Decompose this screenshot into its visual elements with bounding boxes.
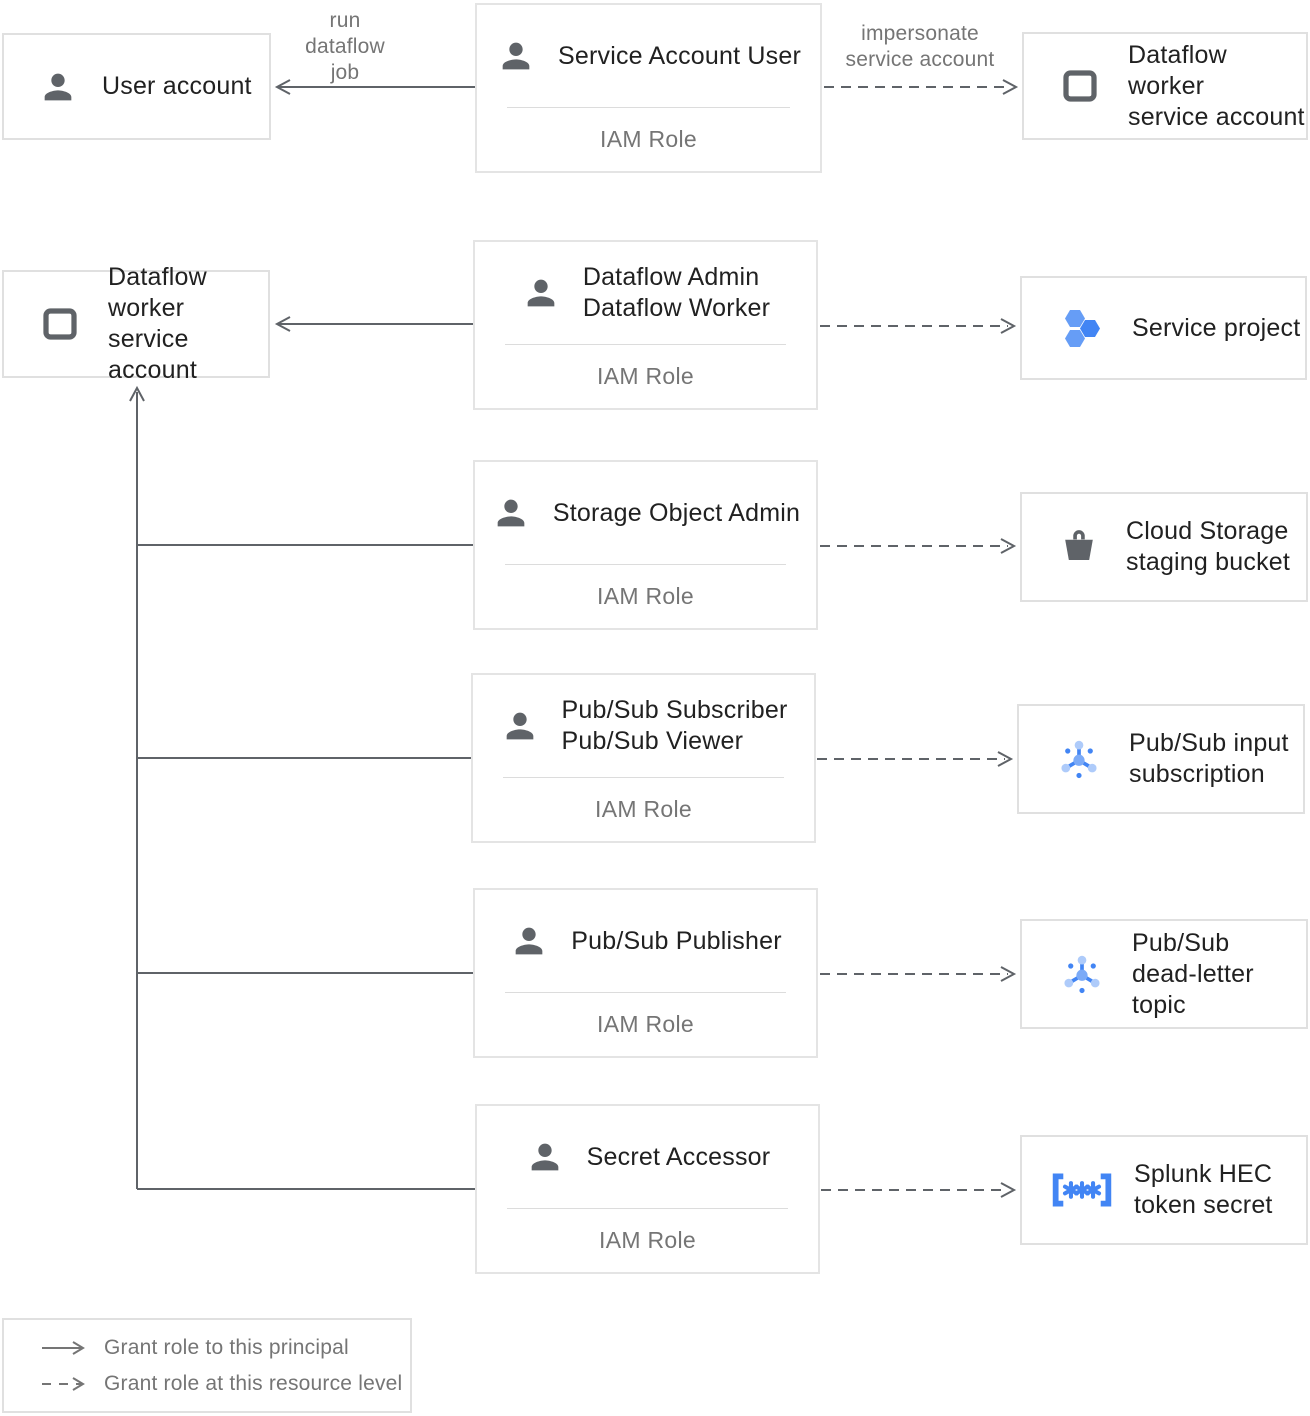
- divider: [505, 564, 786, 565]
- legend: Grant role to this principal Grant role …: [2, 1318, 412, 1413]
- node-cloud-storage-bucket: Cloud Storage staging bucket: [1020, 492, 1308, 602]
- solid-arrow-icon: [40, 1339, 86, 1357]
- iam-role-label: IAM Role: [599, 1227, 696, 1253]
- iam-role-label: IAM Role: [597, 1011, 694, 1037]
- arrowhead-right-row5: [1000, 966, 1017, 982]
- arrowhead-right-row3: [1000, 538, 1017, 554]
- node-label: Service project: [1132, 313, 1301, 342]
- legend-row-solid: Grant role to this principal: [40, 1336, 410, 1360]
- arrowhead-right-row6: [1000, 1182, 1017, 1198]
- node-label-line: Pub/Sub: [1132, 928, 1230, 957]
- storage-bucket-icon: [1056, 524, 1102, 570]
- node-label-line: Splunk HEC: [1134, 1160, 1273, 1188]
- person-icon: [491, 493, 531, 533]
- person-icon: [496, 36, 536, 76]
- role-title-line: Dataflow Worker: [582, 294, 771, 322]
- node-label-line: Pub/Sub input: [1129, 729, 1289, 757]
- node-label-line: dead-letter topic: [1132, 959, 1254, 1019]
- service-account-icon: [38, 303, 82, 345]
- secret-icon: [1048, 1168, 1116, 1212]
- dashed-arrow-icon: [40, 1375, 86, 1393]
- node-label: Cloud Storage staging bucket: [1126, 516, 1290, 578]
- node-label: Dataflow worker service account: [1128, 40, 1306, 133]
- arrowhead-right-row4: [997, 751, 1014, 767]
- role-title-line: Secret Accessor: [586, 1142, 771, 1171]
- edge-label-line: dataflow: [305, 35, 385, 58]
- person-icon: [500, 706, 540, 746]
- iam-role-label: IAM Role: [597, 583, 694, 609]
- node-label: Splunk HEC token secret: [1134, 1159, 1273, 1221]
- edge-label-line: job: [330, 61, 360, 84]
- arrowhead-right-impersonate: [1002, 79, 1019, 95]
- node-label-line: token secret: [1134, 1191, 1273, 1219]
- node-pubsub-deadletter-topic: Pub/Sub dead-letter topic: [1020, 919, 1308, 1029]
- divider: [505, 344, 786, 345]
- person-icon: [38, 67, 78, 107]
- iam-role-label: IAM Role: [600, 126, 697, 152]
- node-label-line: service account: [108, 325, 197, 384]
- pubsub-icon: [1053, 733, 1105, 785]
- iam-role-label: IAM Role: [597, 363, 694, 389]
- iam-role-label: IAM Role: [595, 796, 692, 822]
- edge-label-impersonate: impersonate service account: [825, 21, 1015, 73]
- node-service-project: Service project: [1020, 276, 1307, 380]
- node-label: Pub/Sub dead-letter topic: [1132, 928, 1306, 1021]
- person-icon: [521, 273, 561, 313]
- node-splunk-hec-secret: Splunk HEC token secret: [1020, 1135, 1308, 1245]
- person-icon: [509, 921, 549, 961]
- divider: [505, 992, 786, 993]
- role-title-line: Pub/Sub Viewer: [561, 727, 744, 755]
- node-label-line: Cloud Storage: [1126, 517, 1289, 545]
- role-title-line: Storage Object Admin: [552, 498, 801, 527]
- pubsub-icon: [1056, 948, 1108, 1000]
- node-label-line: Dataflow worker: [108, 263, 207, 322]
- role-box-storage-object-admin: Storage Object Admin IAM Role: [473, 460, 818, 630]
- role-title-line: Dataflow Admin: [582, 263, 760, 291]
- node-label-line: staging bucket: [1126, 548, 1291, 576]
- edge-label-line: impersonate: [861, 22, 979, 45]
- arrowhead-right-row2: [1000, 318, 1017, 334]
- legend-row-dashed: Grant role at this resource level: [40, 1372, 410, 1396]
- edge-label-run-dataflow-job: run dataflow job: [270, 8, 420, 86]
- node-label: User account: [102, 72, 252, 100]
- role-box-service-account-user: Service Account User IAM Role: [475, 3, 822, 173]
- role-box-secret-accessor: Secret Accessor IAM Role: [475, 1104, 820, 1274]
- person-icon: [525, 1137, 565, 1177]
- node-pubsub-input-subscription: Pub/Sub input subscription: [1017, 704, 1305, 814]
- edge-label-line: service account: [845, 48, 995, 71]
- role-box-pubsub-subscriber: Pub/Sub Subscriber Pub/Sub Viewer IAM Ro…: [471, 673, 816, 843]
- edge-label-line: run: [329, 9, 361, 32]
- legend-label-solid: Grant role to this principal: [104, 1335, 349, 1359]
- role-box-pubsub-publisher: Pub/Sub Publisher IAM Role: [473, 888, 818, 1058]
- divider: [507, 1208, 788, 1209]
- role-title-line: Pub/Sub Publisher: [571, 926, 782, 955]
- node-dataflow-worker-sa-left: Dataflow worker service account: [2, 263, 270, 384]
- arrowhead-left-row2: [274, 316, 291, 332]
- role-title-line: Service Account User: [558, 41, 801, 70]
- divider: [503, 777, 784, 778]
- node-user-account: User account: [2, 33, 271, 140]
- node-label-line: Dataflow worker: [1128, 40, 1227, 100]
- node-dataflow-worker-sa-top: Dataflow worker service account: [1022, 32, 1308, 140]
- node-label-line: service account: [1128, 102, 1305, 131]
- project-hexagons-icon: [1056, 302, 1108, 354]
- arrowhead-up-trunk: [129, 385, 145, 402]
- role-title-line: Pub/Sub Subscriber: [561, 696, 788, 724]
- legend-label-dashed: Grant role at this resource level: [104, 1371, 403, 1395]
- divider: [507, 107, 790, 108]
- role-box-dataflow-admin: Dataflow Admin Dataflow Worker IAM Role: [473, 240, 818, 410]
- service-account-icon: [1058, 65, 1102, 107]
- node-label: Pub/Sub input subscription: [1129, 728, 1289, 790]
- node-label-line: subscription: [1129, 760, 1265, 788]
- node-label: Dataflow worker service account: [108, 262, 268, 386]
